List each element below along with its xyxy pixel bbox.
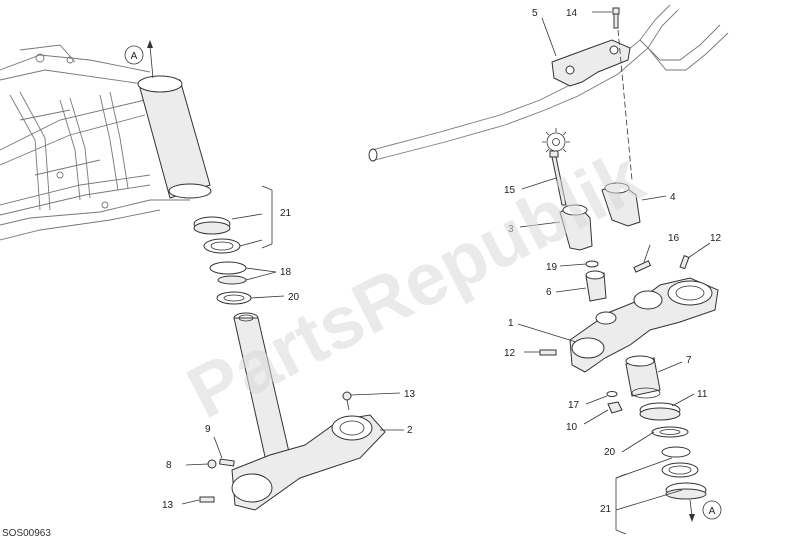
callout-6: 6	[546, 287, 552, 298]
frame-head-tube	[137, 75, 212, 199]
callout-20-right: 20	[604, 447, 616, 458]
view-arrow-a-right	[689, 514, 695, 522]
lower-fork-yoke	[231, 414, 386, 511]
callout-13-lower: 13	[162, 500, 174, 511]
callout-9: 9	[205, 424, 211, 435]
callout-17: 17	[568, 400, 580, 411]
view-marker-label: A	[131, 51, 138, 62]
view-arrow-a-left: A	[124, 40, 154, 79]
callout-13-upper: 13	[404, 389, 416, 400]
steering-nut-7	[625, 355, 661, 399]
callout-4: 4	[670, 192, 676, 203]
callout-3: 3	[508, 224, 514, 235]
handlebar-clamp-top	[551, 39, 631, 87]
callout-1: 1	[508, 318, 514, 329]
right-leader-lines	[517, 11, 711, 535]
callout-5: 5	[532, 8, 538, 19]
motorcycle-frame	[0, 44, 190, 241]
bolt-12-upper	[679, 255, 690, 270]
callout-7: 7	[686, 355, 692, 366]
callout-19: 19	[546, 262, 558, 273]
handlebar-riser-right	[601, 182, 641, 227]
view-marker-label-right: A	[709, 506, 716, 517]
callout-18: 18	[280, 267, 292, 278]
bolt-13-upper	[342, 391, 352, 411]
bolt-15	[549, 150, 567, 206]
bolt-14	[612, 7, 620, 29]
handlebar-riser-left	[559, 204, 593, 251]
left-bearing-stack	[193, 216, 252, 305]
callout-21-right: 21	[600, 504, 612, 515]
pinch-bolt-8-9	[207, 458, 235, 469]
callout-8: 8	[166, 460, 172, 471]
washer-19	[585, 260, 599, 268]
left-leader-lines	[181, 185, 404, 505]
rubber-bushing-6	[585, 270, 607, 302]
callout-15: 15	[504, 185, 516, 196]
callout-11: 11	[697, 389, 708, 400]
nut-10	[607, 401, 623, 414]
watermark: PartsRepublik	[175, 134, 657, 434]
callout-12-upper: 12	[710, 233, 722, 244]
callout-20-left: 20	[288, 292, 300, 303]
drawing-code: SOS00963	[2, 528, 51, 539]
bolt-13-lower	[199, 496, 215, 503]
bolt-16	[633, 260, 652, 273]
callout-10: 10	[566, 422, 578, 433]
callout-14: 14	[566, 8, 578, 19]
bolt-12-lower	[539, 349, 557, 356]
upper-fork-yoke	[569, 277, 719, 373]
washer-17	[606, 391, 618, 397]
callout-21-left: 21	[280, 208, 292, 219]
callout-2: 2	[407, 425, 413, 436]
callout-12-lower: 12	[504, 348, 516, 359]
right-bearing-stack	[639, 402, 707, 500]
callout-16: 16	[668, 233, 680, 244]
